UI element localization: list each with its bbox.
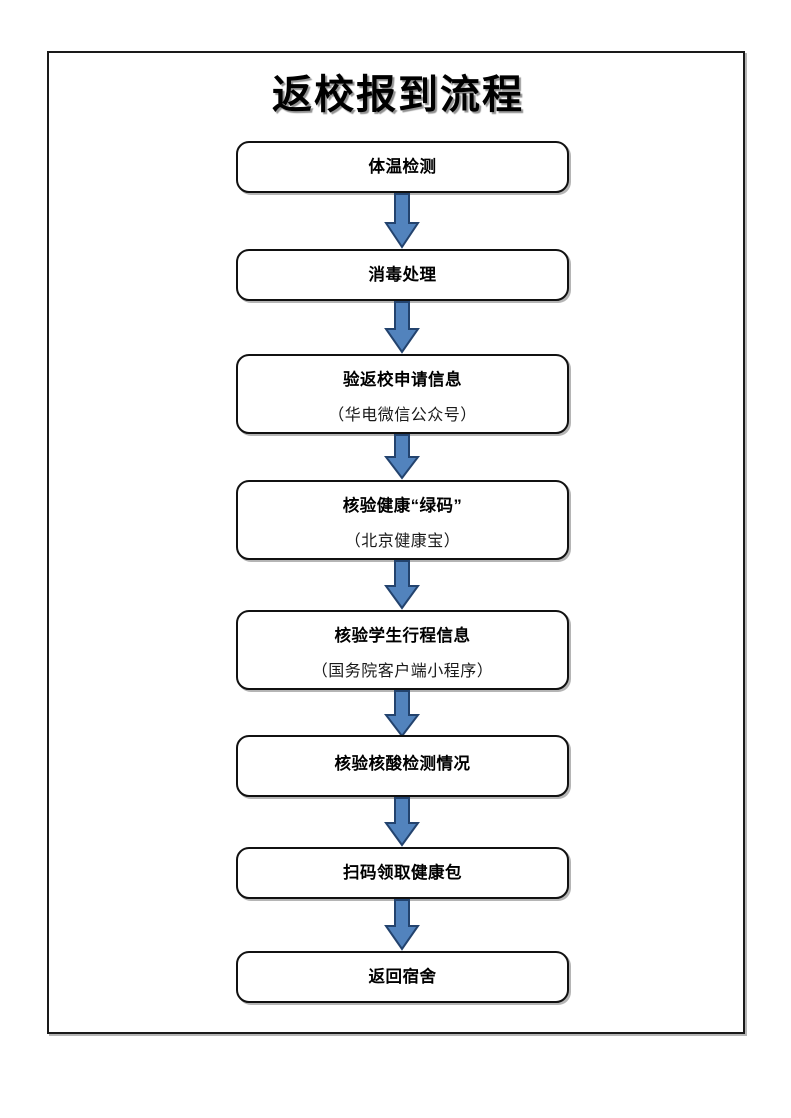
flow-node-step-1[interactable]: 体温检测: [236, 141, 569, 193]
flow-node-title: 扫码领取健康包: [343, 864, 462, 882]
flow-arrow-down-icon-6: [384, 797, 420, 847]
flow-node-step-5[interactable]: 核验学生行程信息 （国务院客户端小程序）: [236, 610, 569, 690]
flow-node-subtitle: （国务院客户端小程序）: [311, 662, 494, 680]
flow-node-title: 体温检测: [368, 158, 437, 176]
flow-arrow-down-icon-5: [384, 690, 420, 738]
flow-node-step-8[interactable]: 返回宿舍: [236, 951, 569, 1003]
flow-arrow-down-icon-4: [384, 560, 420, 610]
flow-node-step-6[interactable]: 核验核酸检测情况: [236, 735, 569, 797]
flow-node-title: 消毒处理: [368, 266, 437, 284]
flow-node-subtitle: （华电微信公众号）: [328, 406, 477, 424]
flow-node-title: 核验健康“绿码”: [342, 497, 463, 515]
page-title: 返校报到流程: [272, 73, 524, 117]
flow-node-step-7[interactable]: 扫码领取健康包: [236, 847, 569, 899]
flow-arrow-down-icon-1: [384, 193, 420, 249]
flow-node-title: 核验学生行程信息: [334, 627, 471, 645]
flow-node-step-4[interactable]: 核验健康“绿码” （北京健康宝）: [236, 480, 569, 560]
flow-node-title: 验返校申请信息: [343, 371, 462, 389]
flow-arrow-down-icon-3: [384, 434, 420, 480]
flow-node-title: 核验核酸检测情况: [334, 755, 471, 773]
document-frame: 返校报到流程 体温检测 消毒处理 验返校申请信息 （华电微信公众号）: [47, 51, 745, 1034]
flow-node-subtitle: （北京健康宝）: [344, 532, 461, 550]
flow-arrow-down-icon-7: [384, 899, 420, 951]
flow-node-title: 返回宿舍: [368, 968, 437, 986]
flow-arrow-down-icon-2: [384, 301, 420, 354]
flow-node-step-2[interactable]: 消毒处理: [236, 249, 569, 301]
flowchart-canvas: 体温检测 消毒处理 验返校申请信息 （华电微信公众号）: [49, 53, 747, 1036]
flow-node-step-3[interactable]: 验返校申请信息 （华电微信公众号）: [236, 354, 569, 434]
